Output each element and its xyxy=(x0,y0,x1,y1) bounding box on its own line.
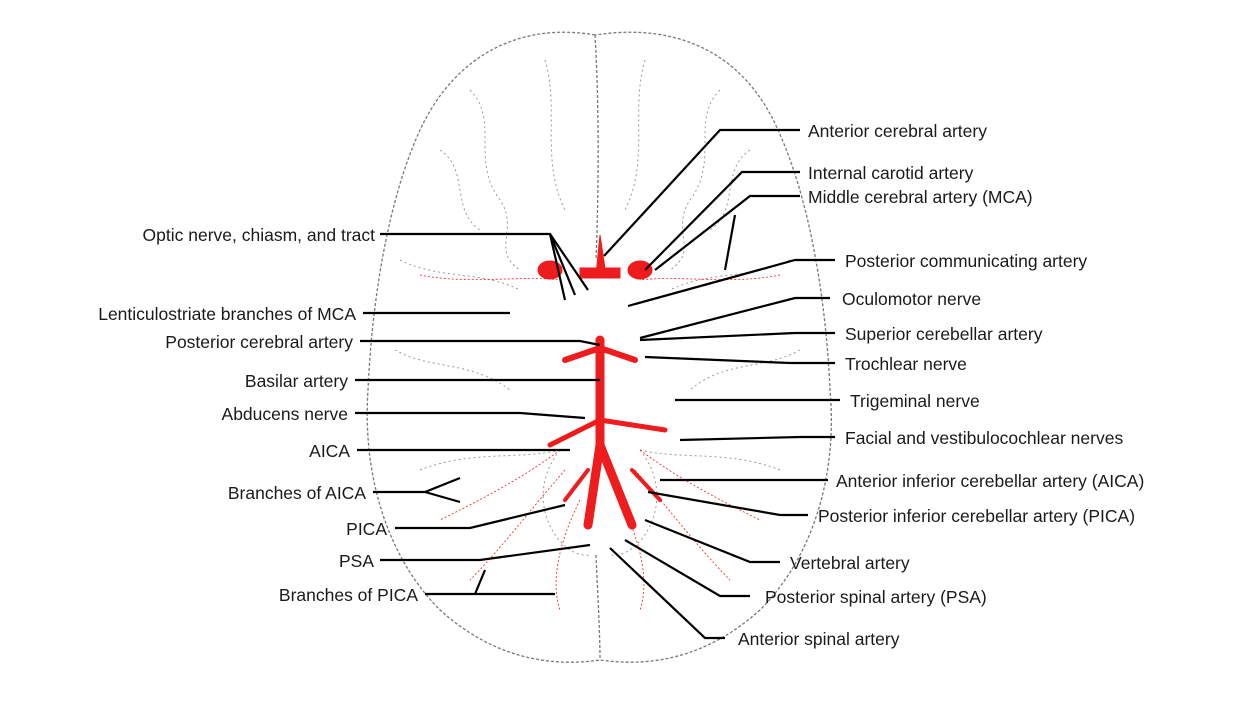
label-superior-cerebellar-artery: Superior cerebellar artery xyxy=(845,324,1043,344)
label-internal-carotid-artery: Internal carotid artery xyxy=(808,163,974,183)
label-anterior-spinal-artery: Anterior spinal artery xyxy=(738,629,900,649)
label-anterior-cerebral-artery: Anterior cerebral artery xyxy=(808,121,987,141)
label-psa: PSA xyxy=(338,551,374,571)
label-lenticulostriate: Lenticulostriate branches of MCA xyxy=(98,304,356,324)
brain-gyri xyxy=(394,59,801,556)
label-facial-vestibulocochlear-nerves: Facial and vestibulocochlear nerves xyxy=(845,428,1124,448)
label-trigeminal-nerve: Trigeminal nerve xyxy=(850,391,980,411)
label-abducens-nerve: Abducens nerve xyxy=(221,404,348,424)
brain-outline xyxy=(366,31,832,663)
label-branches-pica: Branches of PICA xyxy=(278,585,418,605)
label-middle-cerebral-artery: Middle cerebral artery (MCA) xyxy=(808,187,1033,207)
label-aica-full: Anterior inferior cerebellar artery (AIC… xyxy=(836,471,1145,491)
label-optic-nerve: Optic nerve, chiasm, and tract xyxy=(142,225,375,245)
label-trochlear-nerve: Trochlear nerve xyxy=(845,354,967,374)
label-pica-full: Posterior inferior cerebellar artery (PI… xyxy=(818,506,1136,526)
leader-lines xyxy=(355,128,840,640)
artery-network xyxy=(537,234,668,530)
label-basilar-artery: Basilar artery xyxy=(244,371,348,391)
label-posterior-communicating-artery: Posterior communicating artery xyxy=(845,251,1088,271)
label-aica: AICA xyxy=(309,441,350,461)
label-posterior-spinal-artery: Posterior spinal artery (PSA) xyxy=(765,587,987,607)
label-branches-aica: Branches of AICA xyxy=(227,483,366,503)
label-posterior-cerebral-artery: Posterior cerebral artery xyxy=(165,332,353,352)
label-pica: PICA xyxy=(346,519,387,539)
label-vertebral-artery: Vertebral artery xyxy=(790,553,910,573)
label-oculomotor-nerve: Oculomotor nerve xyxy=(842,289,982,309)
cerebellar-branches xyxy=(419,274,781,611)
